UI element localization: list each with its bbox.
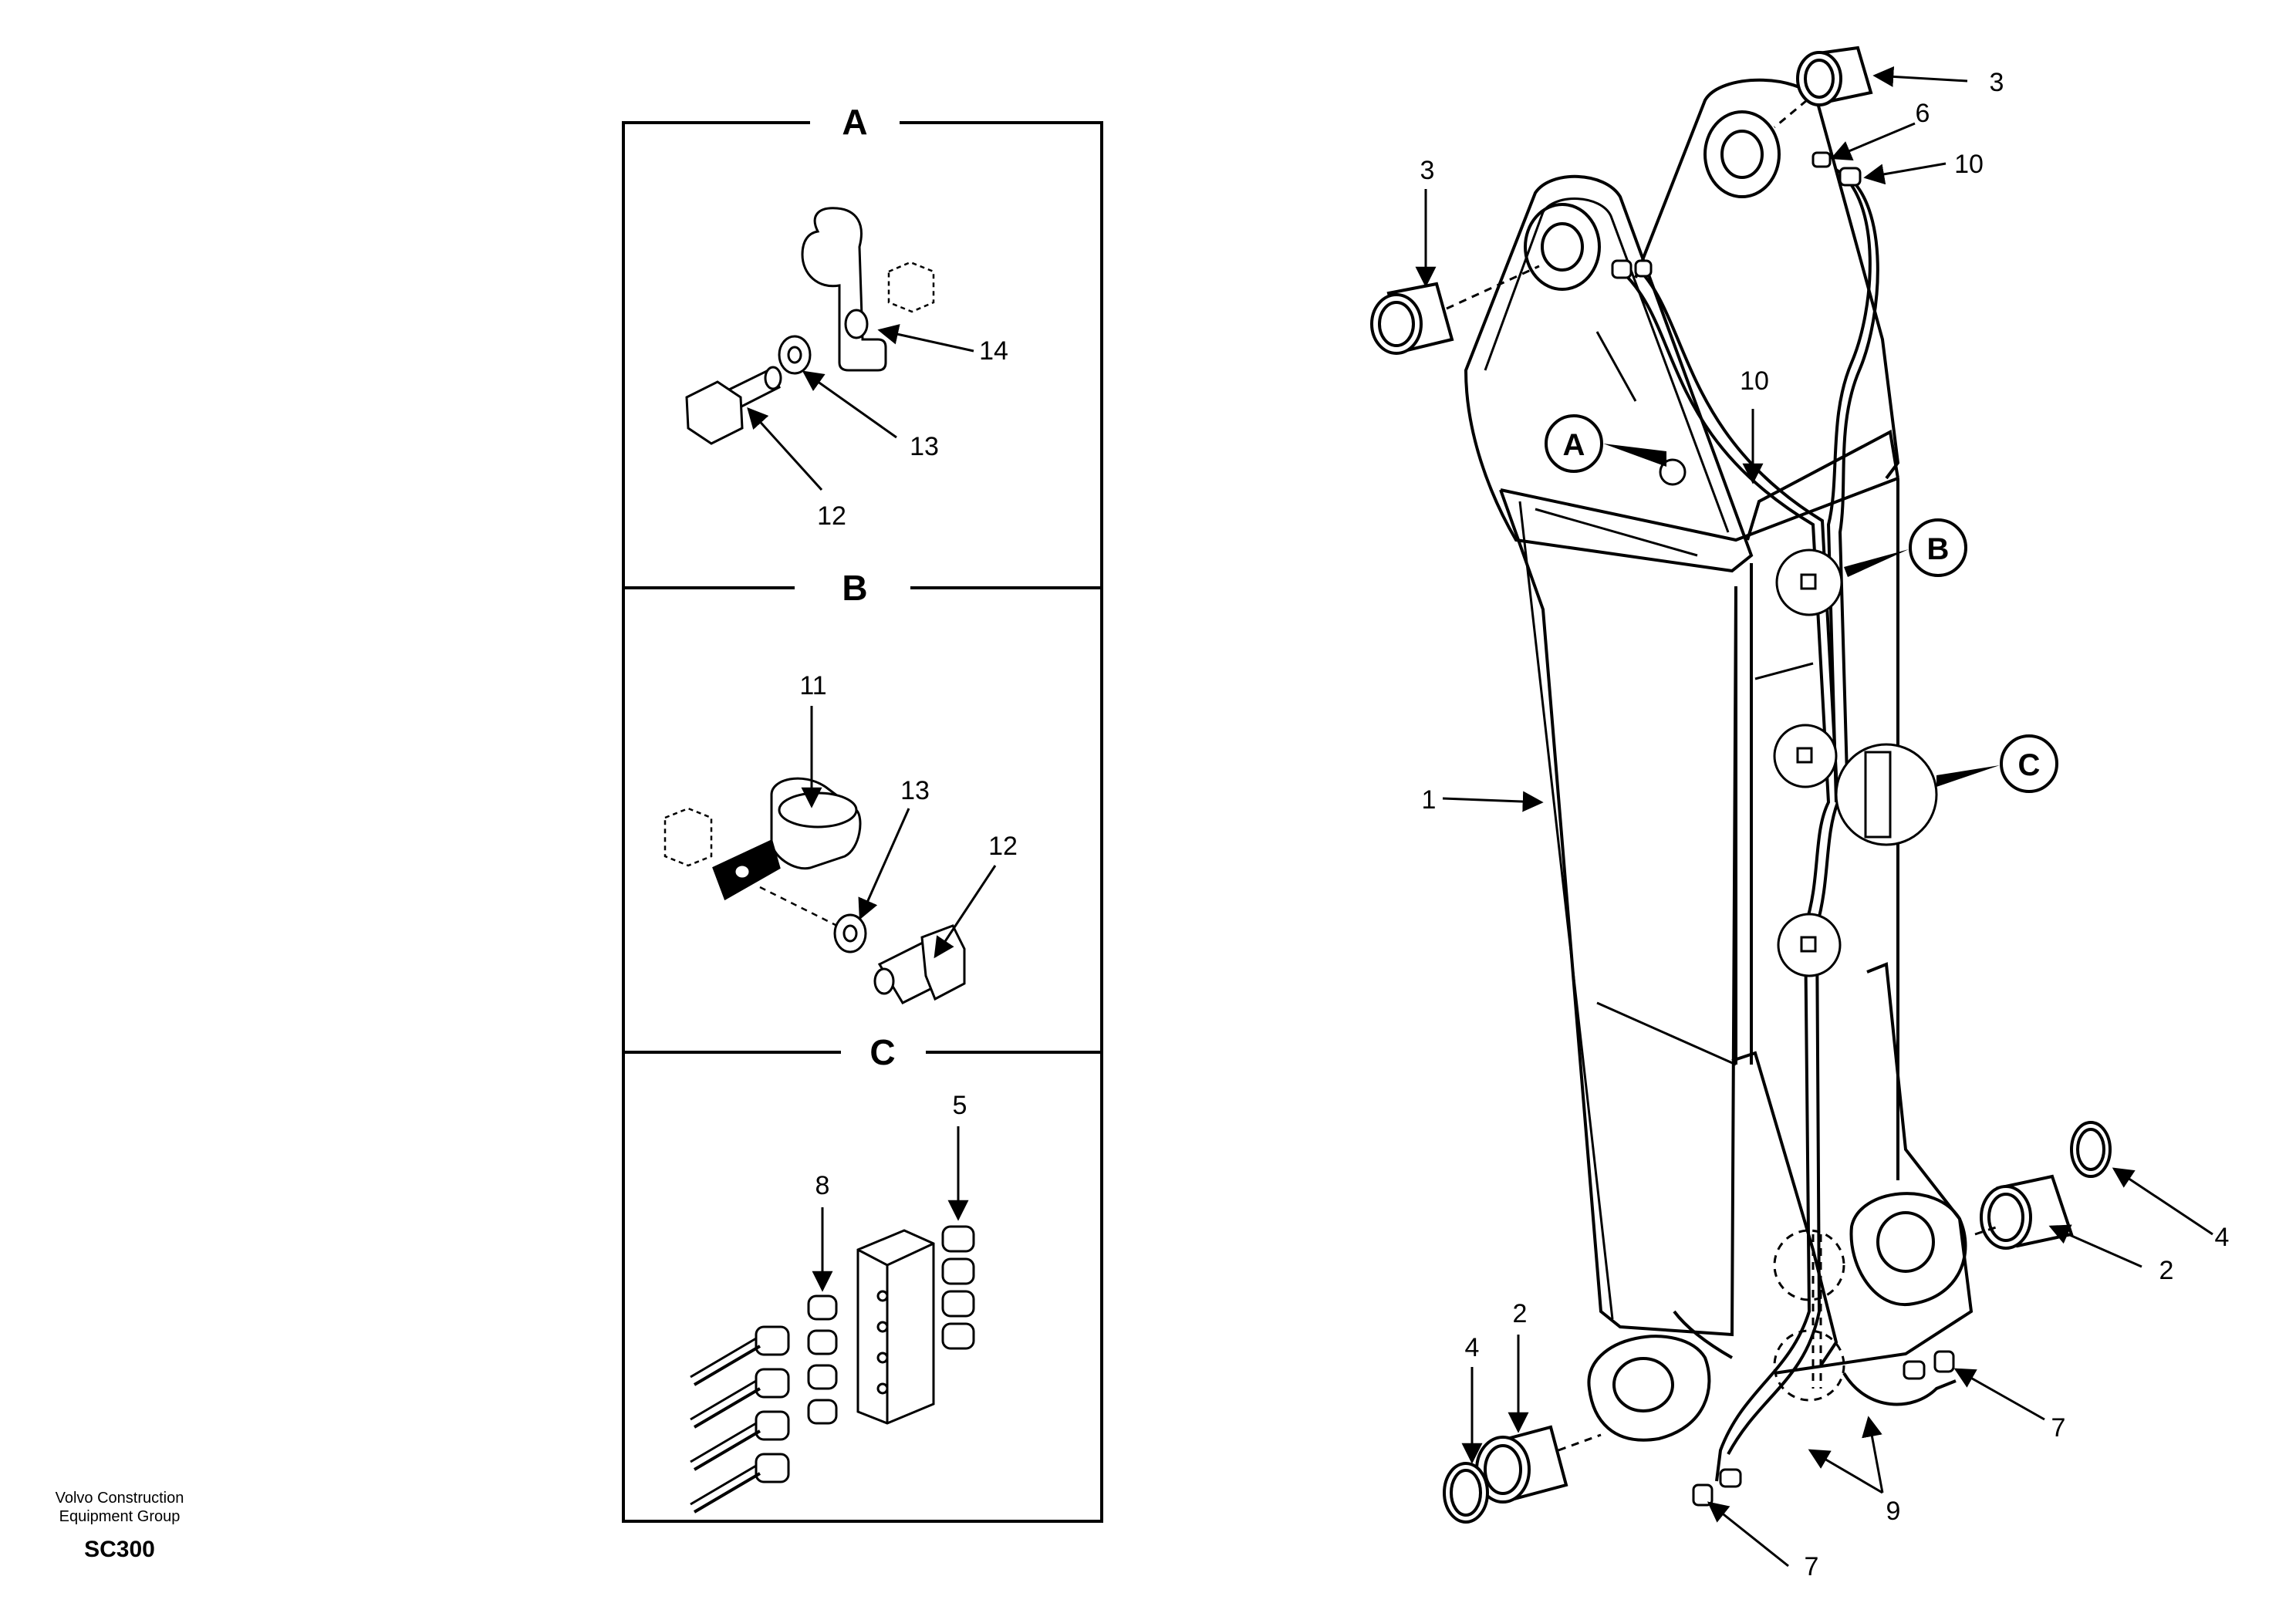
- callout-c-text: C: [2018, 748, 2041, 782]
- label-3-top: 3: [1990, 68, 2004, 97]
- section-b-title: B: [842, 568, 867, 608]
- plugs-5: [941, 1225, 975, 1350]
- label-2-left: 2: [1513, 1299, 1528, 1328]
- leaders-c: [812, 1126, 969, 1292]
- label-8: 8: [815, 1171, 830, 1200]
- section-c-title: C: [869, 1032, 895, 1072]
- nut-dashed-b: [663, 807, 713, 867]
- fitting-6: [1811, 151, 1832, 168]
- footer-brand: Volvo Construction Equipment Group SC300: [31, 1489, 208, 1563]
- leaders-main: [1415, 66, 2213, 1568]
- wiring-harness: [1619, 168, 1957, 1482]
- bolt-12-a: [685, 366, 782, 445]
- company-line-1: Volvo Construction: [55, 1490, 184, 1507]
- washer-13-a: [778, 335, 812, 375]
- washer-13-b: [833, 913, 867, 953]
- label-9: 9: [1886, 1497, 1901, 1526]
- seal-4-left: [1443, 1462, 1489, 1524]
- label-1: 1: [1422, 785, 1437, 815]
- nut-dashed: [887, 261, 935, 313]
- axis-3-left: [1446, 265, 1540, 310]
- axis-3-top: [1774, 99, 1808, 129]
- seal-4-right: [2070, 1121, 2112, 1178]
- callout-b-text: B: [1927, 532, 1950, 566]
- clamp-points: [1659, 458, 1938, 977]
- bolt-12-b: [873, 924, 966, 1004]
- label-11: 11: [799, 671, 826, 700]
- callout-a-text: A: [1563, 428, 1585, 462]
- label-2-right: 2: [2159, 1256, 2174, 1285]
- fitting-7-bottom: [1692, 1468, 1742, 1507]
- label-14: 14: [979, 336, 1008, 366]
- callout-b: B: [1844, 518, 1967, 577]
- bushing-3-left: [1370, 282, 1454, 355]
- label-3-left: 3: [1420, 156, 1435, 185]
- leaders-a: [747, 324, 974, 491]
- label-4-right: 4: [2215, 1223, 2230, 1252]
- bushing-2-right: [1980, 1174, 2074, 1250]
- plugs-8: [807, 1294, 838, 1425]
- wire-terminals: [690, 1325, 790, 1514]
- label-4-left: 4: [1465, 1333, 1480, 1362]
- section-a: A 14 13 12: [685, 102, 1008, 531]
- callout-c: C: [1936, 734, 2058, 793]
- label-12-b: 12: [988, 832, 1018, 861]
- axis-2-left: [1558, 1433, 1602, 1452]
- label-5: 5: [953, 1091, 967, 1120]
- label-13-a: 13: [910, 432, 939, 461]
- callout-a: A: [1545, 414, 1666, 473]
- section-b: B 11 13 12: [663, 568, 1018, 1004]
- label-7-bottom: 7: [1805, 1552, 1819, 1581]
- arm-assembly: [1464, 78, 1974, 1442]
- model-code: SC300: [84, 1537, 155, 1562]
- clamp-part-14: [801, 207, 887, 372]
- dashed-axis-b: [759, 886, 846, 931]
- label-6: 6: [1916, 99, 1930, 128]
- section-c: C: [690, 1032, 975, 1514]
- fitting-10-top: [1838, 167, 1862, 187]
- axis-2-right: [1974, 1225, 1999, 1236]
- detail-panel: [622, 121, 1103, 1523]
- label-13-b: 13: [900, 776, 930, 805]
- label-12-a: 12: [817, 501, 846, 531]
- section-a-title: A: [842, 102, 867, 142]
- bushing-3-top: [1796, 46, 1873, 106]
- fitting-arm-top: [1611, 259, 1653, 279]
- terminal-block: [856, 1229, 935, 1425]
- label-10-top: 10: [1954, 150, 1984, 179]
- label-10-mid: 10: [1740, 366, 1769, 396]
- label-7-right: 7: [2051, 1413, 2066, 1443]
- company-line-2: Equipment Group: [59, 1508, 181, 1525]
- fitting-7-right: [1903, 1350, 1955, 1380]
- bushing-2-left: [1475, 1425, 1568, 1504]
- leaders-b: [801, 706, 997, 959]
- clamp-part-11: [712, 777, 862, 901]
